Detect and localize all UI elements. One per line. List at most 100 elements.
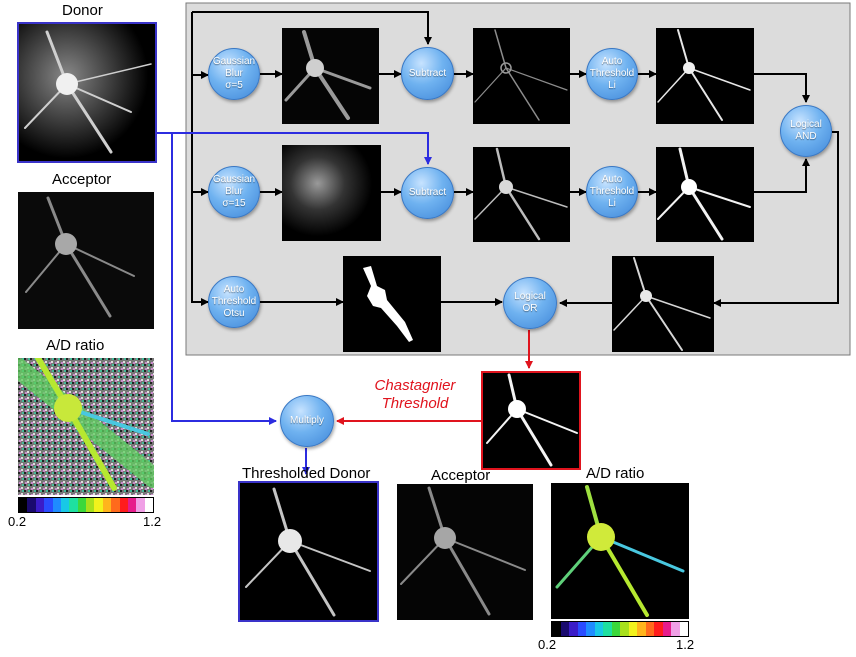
node-text: σ=5 (225, 80, 243, 91)
colorbar-swatch-11 (111, 498, 120, 512)
colorbar-swatch-4 (586, 622, 595, 636)
output-ratio-label: A/D ratio (586, 465, 645, 482)
colorbar-right-min: 0.2 (538, 637, 557, 652)
arrow-split-branch (191, 12, 209, 306)
colorbar-swatch-12 (119, 498, 128, 512)
node-text: Gaussian (212, 174, 256, 185)
thresholded-donor-label: Thresholded Donor (242, 465, 371, 482)
colorbar-swatch-10 (637, 622, 646, 636)
node-text: AND (795, 131, 817, 142)
node-text: Auto (601, 174, 623, 185)
colorbar-swatch-7 (611, 622, 620, 636)
colorbar-left-max: 1.2 (143, 514, 162, 529)
colorbar-swatch-4 (52, 498, 61, 512)
arrow-donor-to-subtract2 (157, 132, 432, 165)
node-text: OR (522, 303, 538, 314)
colorbar-right (551, 621, 689, 637)
chastagnier-threshold-image (481, 371, 581, 470)
colorbar-swatch-15 (679, 622, 688, 636)
colorbar-swatch-0 (552, 622, 561, 636)
node-text: Li (608, 198, 616, 209)
node-text: Auto (601, 56, 623, 67)
subtract2-result-image (473, 147, 570, 242)
node-subtract-2: Subtract (401, 167, 454, 219)
colorbar-swatch-12 (654, 622, 663, 636)
output-acceptor-label: Acceptor (431, 467, 491, 484)
colorbar-swatch-7 (77, 498, 86, 512)
colorbar-swatch-2 (35, 498, 45, 512)
colorbar-swatch-15 (144, 498, 153, 512)
node-multiply: Multiply (280, 395, 334, 447)
arrow-donor-to-multiply (157, 132, 277, 425)
colorbar-right-max: 1.2 (676, 637, 695, 652)
node-text: Gaussian (212, 56, 256, 67)
arrow-and-out (713, 131, 839, 307)
output-acceptor-image (397, 484, 533, 620)
donor-label: Donor (62, 2, 103, 19)
colorbar-left-min: 0.2 (8, 514, 27, 529)
or-input-image (612, 256, 714, 352)
colorbar-swatch-5 (60, 498, 70, 512)
colorbar-swatch-10 (102, 498, 112, 512)
otsu-result-image (343, 256, 441, 352)
colorbar-swatch-9 (628, 622, 637, 636)
colorbar-swatch-3 (577, 622, 586, 636)
colorbar-swatch-11 (645, 622, 654, 636)
arrow-bypass-to-subtract1 (192, 11, 432, 45)
acceptor-label: Acceptor (52, 171, 112, 188)
colorbar-swatch-5 (594, 622, 603, 636)
colorbar-swatch-14 (136, 498, 145, 512)
node-text: Auto (223, 284, 245, 295)
colorbar-swatch-14 (671, 622, 680, 636)
colorbar-swatch-8 (620, 622, 629, 636)
acceptor-image (18, 192, 154, 329)
blur15-result-image (282, 145, 381, 241)
colorbar-swatch-9 (94, 498, 103, 512)
donor-image (17, 22, 157, 163)
ratio-image (18, 358, 154, 495)
node-text: Threshold (589, 186, 635, 197)
node-text: Threshold (211, 296, 257, 307)
arrow-to-and-bottom (754, 158, 810, 193)
node-subtract-1: Subtract (401, 47, 454, 100)
arrow-to-and-top (754, 73, 810, 103)
colorbar-swatch-6 (603, 622, 612, 636)
node-text: Logical (790, 119, 822, 130)
node-text: Subtract (408, 187, 447, 198)
node-text: Li (608, 80, 616, 91)
node-text: σ=15 (222, 198, 246, 209)
threshold-label-line-2: Threshold (381, 395, 449, 412)
colorbar-swatch-3 (44, 498, 53, 512)
node-text: Threshold (589, 68, 635, 79)
node-text: Otsu (223, 308, 245, 319)
threshold-label-line-1: Chastagnier (374, 377, 456, 394)
ratio-label: A/D ratio (46, 337, 105, 354)
colorbar-left (18, 497, 154, 513)
output-ratio-image (551, 483, 689, 619)
thresholded-donor-image (238, 481, 379, 622)
blur5-result-image (282, 28, 379, 124)
colorbar-swatch-2 (569, 622, 578, 636)
colorbar-swatch-13 (127, 498, 137, 512)
li1-result-image (656, 28, 754, 124)
node-text: Blur (225, 68, 243, 79)
colorbar-swatch-13 (662, 622, 671, 636)
colorbar-swatch-1 (560, 622, 569, 636)
node-text: Blur (225, 186, 243, 197)
colorbar-swatch-6 (69, 498, 78, 512)
subtract1-result-image (473, 28, 570, 124)
colorbar-swatch-0 (19, 498, 28, 512)
chastagnier-threshold-label: Chastagnier Threshold (360, 377, 470, 413)
node-text: Logical (514, 291, 546, 302)
li2-result-image (656, 147, 754, 242)
node-text: Subtract (408, 67, 447, 79)
colorbar-swatch-8 (86, 498, 95, 512)
